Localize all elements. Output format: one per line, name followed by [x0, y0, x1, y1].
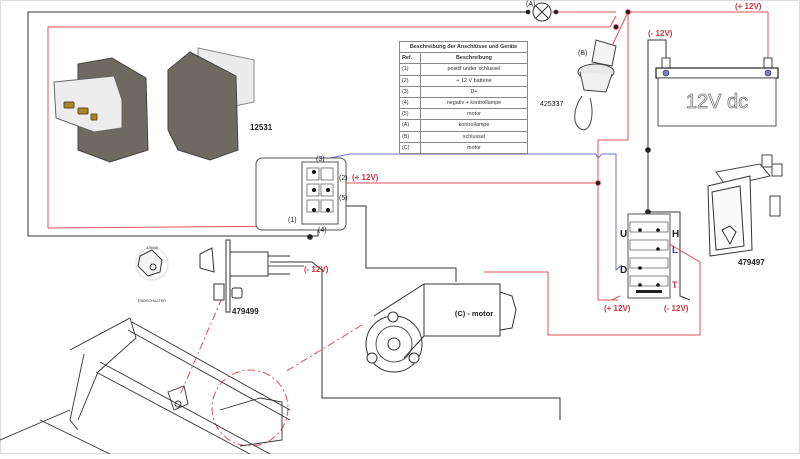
- motor-label: (C) - motor: [455, 309, 493, 318]
- wire-black-battery-neg: [647, 39, 667, 58]
- row-desc: motor: [420, 108, 528, 121]
- table-row: (4)negativ + kontrollampe: [399, 96, 528, 110]
- table-row: (3)D+: [399, 85, 528, 98]
- junction-dots: [307, 9, 651, 240]
- row-ref: (3): [399, 85, 421, 98]
- wire-red-key-down: [611, 11, 629, 47]
- wire-black-lamp: [27, 11, 528, 236]
- row-desc: schlussel: [420, 130, 528, 143]
- leader-limit: [179, 297, 223, 396]
- limit-switch: 479499: [199, 239, 304, 316]
- rocker-part-number: 479497: [738, 258, 765, 267]
- table-header-desc: Beschreibung: [420, 52, 528, 65]
- switch-block: U H L D T: [620, 213, 679, 299]
- table-row: (B)schlussel: [399, 130, 528, 143]
- wire-black-switch-right: [648, 211, 691, 301]
- label-plus12-top: (+ 12V): [735, 2, 762, 11]
- pin-1-label: (1): [288, 217, 297, 224]
- key-label: (B): [578, 50, 587, 57]
- row-desc: kontrollampe: [420, 119, 528, 132]
- battery-label: 12V dc: [686, 91, 748, 113]
- key-switch: (B) 425337: [540, 39, 617, 131]
- switch-terminal-u: U: [620, 229, 627, 240]
- label-plus12-switch: (+ 12V): [604, 304, 631, 313]
- connector-pinout: (3) (2) (5) (1) (4): [255, 156, 348, 234]
- table-row: (2)+ 12 V batterie: [399, 74, 528, 87]
- pin-5-label: (5): [339, 195, 348, 202]
- connector-part-number: 12531: [250, 123, 273, 132]
- table-header-ref: Ref.: [399, 52, 421, 65]
- row-ref: (4): [399, 96, 421, 110]
- battery: 12V dc: [655, 57, 779, 127]
- row-desc: positif under schlussel: [420, 63, 528, 76]
- motor: (C) - motor: [365, 283, 517, 373]
- switch-terminal-l: L: [672, 245, 678, 256]
- wire-red-motor: [484, 234, 701, 336]
- connector-photo: 12531: [53, 47, 273, 163]
- limit-part-number: 479499: [232, 307, 259, 316]
- description-table: Beschreibung der Anschlüsse und Geräte R…: [399, 40, 528, 154]
- switch-terminal-d: D: [620, 265, 627, 276]
- table-title: Beschreibung der Anschlüsse und Geräte: [399, 40, 528, 54]
- wire-red-top: [628, 11, 769, 58]
- row-ref: (5): [399, 108, 421, 121]
- key-part-number: 425337: [540, 101, 563, 108]
- limit-switch-detail: 479499 ENDSCHALTER: [135, 246, 169, 303]
- row-desc: negativ + kontrollampe: [420, 96, 528, 110]
- wire-black-limit: [270, 261, 561, 420]
- wire-black-motor: [346, 205, 457, 282]
- label-minus12-switch: (- 12V): [664, 304, 689, 313]
- switch-terminal-h: H: [672, 229, 679, 240]
- pin-4-label: (4): [318, 227, 327, 234]
- limit-detail-label: ENDSCHALTER: [138, 299, 166, 303]
- label-minus12-limit: (- 12V): [304, 265, 329, 274]
- table-row: (5)motor: [399, 108, 528, 121]
- table-row: (1)positif under schlussel: [399, 63, 528, 76]
- row-ref: (B): [399, 130, 421, 143]
- lamp-label: (A): [526, 1, 535, 8]
- row-ref: (2): [399, 74, 421, 87]
- switch-terminal-t: T: [672, 280, 678, 290]
- label-plus12-mid: (+ 12V): [352, 173, 379, 182]
- step-mechanism: [0, 317, 291, 455]
- row-ref: (A): [399, 119, 421, 132]
- wire-red-switch-plus: [598, 295, 621, 301]
- rocker-switch: 479497: [707, 154, 783, 267]
- row-ref: (C): [399, 141, 421, 154]
- leader-circle: [211, 369, 289, 447]
- limit-detail-code: 479499: [146, 246, 158, 250]
- wire-red-key-loop: [47, 15, 617, 228]
- pin-3-label: (3): [316, 156, 325, 163]
- row-desc: motor: [420, 141, 528, 154]
- table-row: (C)motor: [399, 141, 528, 154]
- row-desc: + 12 V batterie: [420, 74, 528, 87]
- table-row: (A)kontrollampe: [399, 119, 528, 132]
- row-ref: (1): [399, 63, 421, 76]
- wires: [27, 11, 769, 447]
- label-minus12-battery: (- 12V): [648, 29, 673, 38]
- leader-motor: [284, 324, 363, 373]
- pin-2-label: (2): [339, 175, 348, 182]
- wire-blue-dplus: [329, 153, 623, 272]
- row-desc: D+: [420, 85, 528, 98]
- lamp: (A): [525, 1, 559, 22]
